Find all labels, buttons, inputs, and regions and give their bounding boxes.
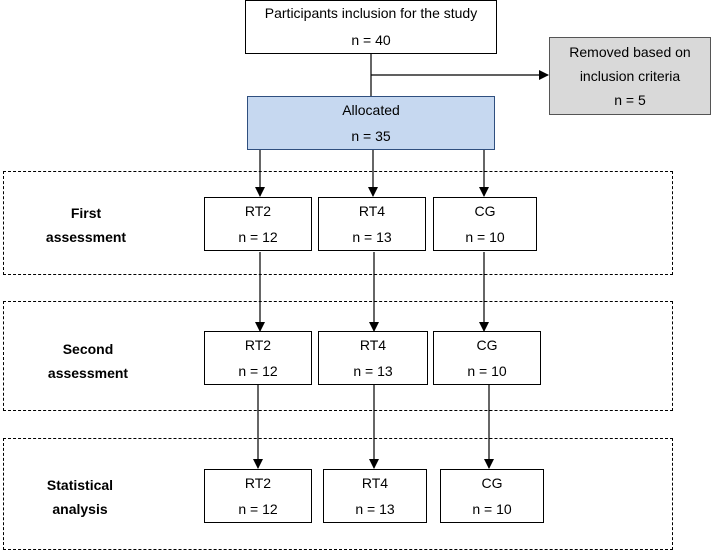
group-count: n = 13 (353, 363, 393, 379)
stage2-rt4-box: RT4 n = 13 (318, 331, 428, 385)
group-name: RT4 (361, 475, 389, 491)
stage2-cg-box: CG n = 10 (433, 331, 541, 385)
group-name: RT4 (359, 337, 387, 353)
group-name: RT4 (358, 203, 386, 219)
group-name: CG (481, 475, 503, 491)
inclusion-count: n = 40 (351, 32, 391, 48)
group-count: n = 13 (355, 501, 395, 517)
group-count: n = 10 (472, 501, 512, 517)
stage3-rt2-box: RT2 n = 12 (204, 469, 312, 523)
inclusion-title: Participants inclusion for the study (264, 5, 478, 21)
group-count: n = 12 (238, 501, 278, 517)
allocated-title: Allocated (342, 102, 400, 118)
inclusion-box: Participants inclusion for the study n =… (245, 0, 497, 54)
stage2-rt2-box: RT2 n = 12 (204, 331, 312, 385)
group-count: n = 10 (467, 363, 507, 379)
removed-line1: Removed based on (569, 44, 691, 60)
group-count: n = 13 (352, 229, 392, 245)
allocated-box: Allocated n = 35 (247, 96, 495, 150)
removed-count: n = 5 (614, 92, 646, 108)
removed-line2: inclusion criteria (579, 68, 681, 84)
group-count: n = 12 (238, 229, 278, 245)
group-count: n = 12 (238, 363, 278, 379)
stage1-rt2-box: RT2 n = 12 (204, 197, 312, 251)
stage-statistical-analysis (3, 438, 673, 550)
stage3-rt4-box: RT4 n = 13 (323, 469, 427, 523)
allocated-count: n = 35 (351, 128, 391, 144)
group-name: RT2 (244, 475, 272, 491)
group-name: CG (474, 203, 496, 219)
stage-second-assessment (3, 301, 673, 411)
stage3-cg-box: CG n = 10 (440, 469, 544, 523)
group-count: n = 10 (465, 229, 505, 245)
stage-first-assessment (3, 171, 673, 275)
group-name: RT2 (244, 203, 272, 219)
stage1-rt4-box: RT4 n = 13 (318, 197, 426, 251)
stage1-cg-box: CG n = 10 (433, 197, 537, 251)
group-name: CG (476, 337, 498, 353)
removed-box: Removed based on inclusion criteria n = … (549, 37, 711, 115)
group-name: RT2 (244, 337, 272, 353)
